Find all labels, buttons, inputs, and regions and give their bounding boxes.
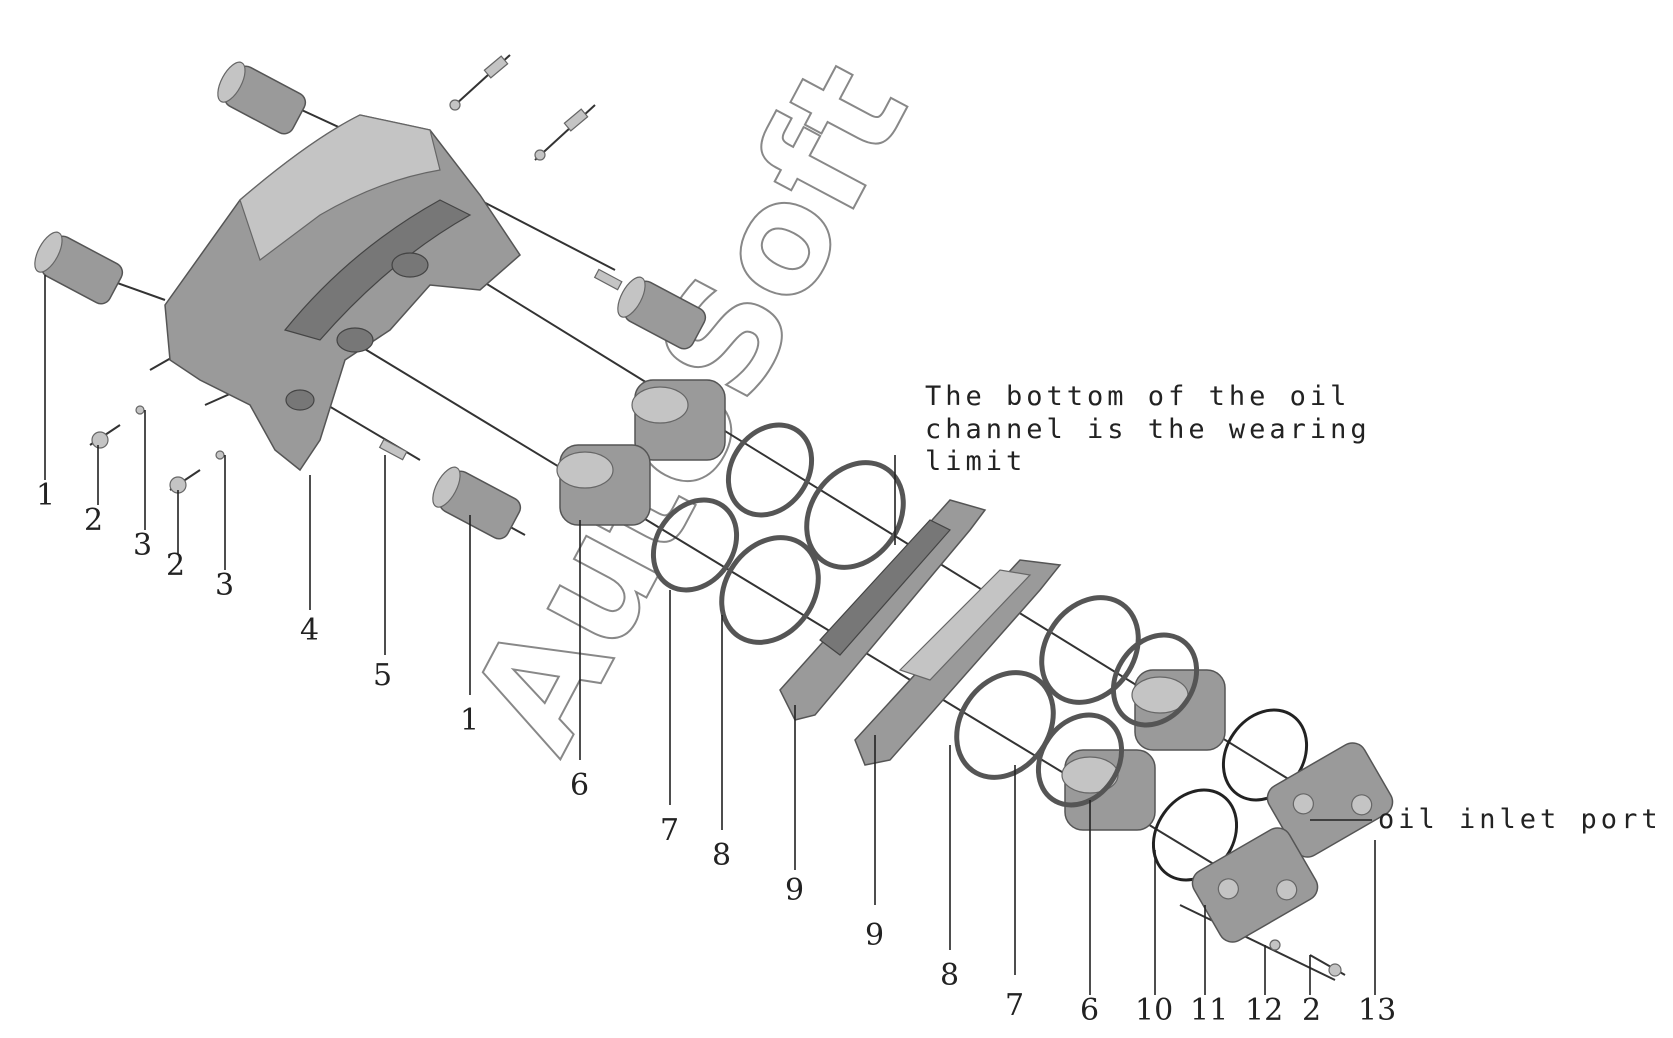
callout-4: 4 <box>300 613 319 648</box>
callout-2: 2 <box>166 548 185 583</box>
callout-1: 1 <box>460 703 479 738</box>
callout-10: 10 <box>1135 993 1173 1028</box>
oil-inlet-note: oil inlet port <box>1378 804 1662 835</box>
callout-12: 12 <box>1245 993 1283 1028</box>
caliper-housing <box>164 114 521 472</box>
callout-5: 5 <box>373 658 392 693</box>
callout-3: 3 <box>215 568 234 603</box>
callout-6: 6 <box>1080 993 1099 1028</box>
bolts-and-washers <box>89 54 623 494</box>
callout-7: 7 <box>660 813 679 848</box>
guide-pins <box>34 61 707 540</box>
callout-3: 3 <box>133 528 152 563</box>
callout-6: 6 <box>570 768 589 803</box>
wear-limit-line-2: channel is the wearing <box>925 414 1371 445</box>
pistons <box>556 379 1226 831</box>
leader-lines <box>44 275 1376 995</box>
callout-8: 8 <box>712 838 731 873</box>
end-caps <box>1191 742 1394 977</box>
wear-limit-line-3: limit <box>925 446 1026 477</box>
callout-1: 1 <box>36 478 55 513</box>
callout-2: 2 <box>84 503 103 538</box>
callout-13: 13 <box>1358 993 1396 1028</box>
callout-9: 9 <box>865 918 884 953</box>
callout-11: 11 <box>1190 993 1228 1028</box>
callout-numbers: 1 2 3 2 3 4 5 1 6 7 8 9 9 8 7 6 10 11 12… <box>36 478 1396 1028</box>
callout-8: 8 <box>940 958 959 993</box>
callout-2: 2 <box>1302 993 1321 1028</box>
brake-pads <box>779 499 1062 766</box>
seal-rings <box>650 422 1309 882</box>
callout-7: 7 <box>1005 988 1024 1023</box>
wear-limit-note: The bottom of the oil channel is the wea… <box>925 381 1371 477</box>
callout-9: 9 <box>785 873 804 908</box>
wear-limit-line-1: The bottom of the oil <box>925 381 1350 412</box>
